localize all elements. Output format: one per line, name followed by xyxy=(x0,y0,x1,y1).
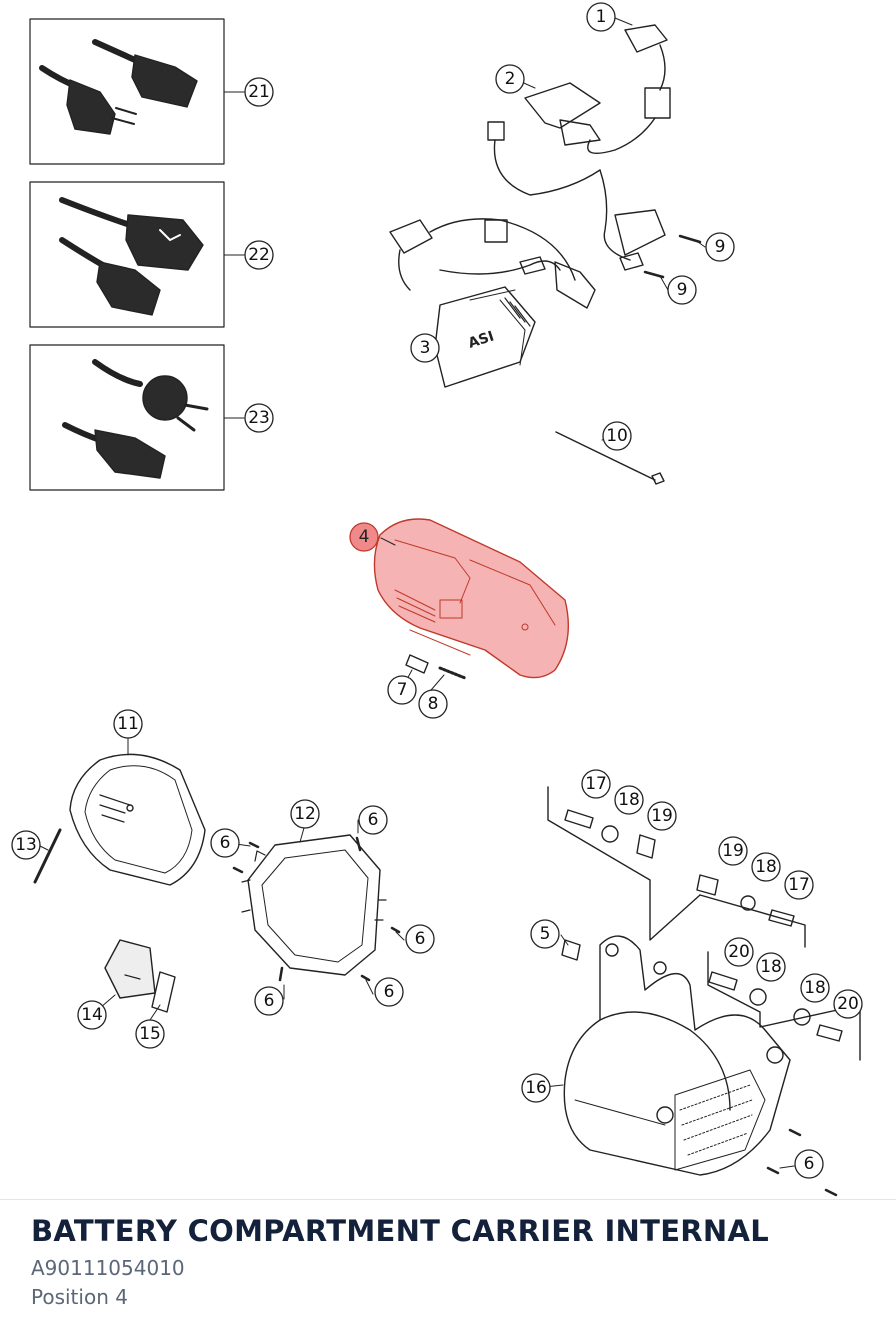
svg-text:20: 20 xyxy=(728,942,750,962)
svg-text:8: 8 xyxy=(428,694,439,714)
callout-22[interactable]: 22 xyxy=(244,240,274,270)
power-cord-eu-box xyxy=(29,18,225,165)
callout-20[interactable]: 20 xyxy=(724,937,754,967)
svg-text:2: 2 xyxy=(505,69,516,89)
svg-text:10: 10 xyxy=(606,426,628,446)
screw-9-pair xyxy=(643,234,702,279)
svg-text:16: 16 xyxy=(525,1078,547,1098)
callout-2[interactable]: 2 xyxy=(495,64,525,94)
callout-17[interactable]: 17 xyxy=(784,870,814,900)
cover xyxy=(69,753,206,886)
part-position: Position 4 xyxy=(31,1285,128,1309)
callout-20[interactable]: 20 xyxy=(833,989,863,1019)
part-title: BATTERY COMPARTMENT CARRIER INTERNAL xyxy=(31,1214,770,1248)
svg-text:13: 13 xyxy=(15,835,37,855)
callout-19[interactable]: 19 xyxy=(647,801,677,831)
battery-highlighted-part xyxy=(373,518,570,679)
callout-19[interactable]: 19 xyxy=(718,836,748,866)
callouts: 1 2 3 4 5 6 6 6 6 6 6 7 8 9 9 10 11 12 1… xyxy=(11,2,863,1179)
svg-text:6: 6 xyxy=(220,833,231,853)
motor-carrier xyxy=(563,935,791,1176)
svg-text:6: 6 xyxy=(415,929,426,949)
bushing-and-spring xyxy=(405,654,467,680)
power-cord-uk-box xyxy=(29,181,225,328)
callout-18[interactable]: 18 xyxy=(751,852,781,882)
svg-text:1: 1 xyxy=(596,7,607,27)
svg-text:11: 11 xyxy=(117,714,139,734)
svg-text:22: 22 xyxy=(248,245,270,265)
svg-text:3: 3 xyxy=(420,338,431,358)
callout-11[interactable]: 11 xyxy=(113,709,143,739)
callout-3[interactable]: 3 xyxy=(410,333,440,363)
svg-text:18: 18 xyxy=(618,790,640,810)
power-cord-au-box xyxy=(29,344,225,491)
svg-text:15: 15 xyxy=(139,1024,161,1044)
callout-10[interactable]: 10 xyxy=(602,421,632,451)
footer-divider xyxy=(0,1199,896,1200)
exploded-parts-diagram: ASI xyxy=(11,2,863,1197)
callout-7[interactable]: 7 xyxy=(387,675,417,705)
svg-text:19: 19 xyxy=(722,841,744,861)
svg-text:14: 14 xyxy=(81,1005,103,1025)
callout-12[interactable]: 12 xyxy=(290,799,320,829)
callout-18[interactable]: 18 xyxy=(800,973,830,1003)
callout-9[interactable]: 9 xyxy=(705,232,735,262)
harness-logo: ASI xyxy=(466,329,496,352)
svg-text:5: 5 xyxy=(540,924,551,944)
callout-1[interactable]: 1 xyxy=(586,2,616,32)
callout-6[interactable]: 6 xyxy=(794,1149,824,1179)
svg-text:18: 18 xyxy=(804,978,826,998)
svg-text:4: 4 xyxy=(359,527,370,547)
svg-text:9: 9 xyxy=(715,237,726,257)
callout-6[interactable]: 6 xyxy=(374,977,404,1007)
callout-6[interactable]: 6 xyxy=(254,986,284,1016)
svg-text:6: 6 xyxy=(368,810,379,830)
screws-6 xyxy=(232,836,838,1197)
svg-text:17: 17 xyxy=(788,875,810,895)
svg-text:19: 19 xyxy=(651,806,673,826)
cable-tie xyxy=(555,431,665,485)
callout-18[interactable]: 18 xyxy=(756,952,786,982)
svg-text:12: 12 xyxy=(294,804,316,824)
callout-5[interactable]: 5 xyxy=(530,919,560,949)
svg-text:20: 20 xyxy=(837,994,859,1014)
svg-text:17: 17 xyxy=(585,774,607,794)
callout-23[interactable]: 23 xyxy=(244,403,274,433)
svg-text:6: 6 xyxy=(264,991,275,1011)
svg-text:6: 6 xyxy=(804,1154,815,1174)
callout-8[interactable]: 8 xyxy=(418,689,448,719)
callout-9[interactable]: 9 xyxy=(667,275,697,305)
frame xyxy=(241,834,387,976)
hardware-bracket-lines xyxy=(547,786,861,1061)
rod xyxy=(33,828,62,884)
part-number: A90111054010 xyxy=(31,1256,185,1280)
svg-text:18: 18 xyxy=(755,857,777,877)
callout-4-highlighted[interactable]: 4 xyxy=(349,522,379,552)
svg-text:21: 21 xyxy=(248,82,270,102)
svg-text:23: 23 xyxy=(248,408,270,428)
svg-text:9: 9 xyxy=(677,280,688,300)
callout-17[interactable]: 17 xyxy=(581,769,611,799)
callout-15[interactable]: 15 xyxy=(135,1019,165,1049)
callout-14[interactable]: 14 xyxy=(77,1000,107,1030)
callout-18[interactable]: 18 xyxy=(614,785,644,815)
callout-6[interactable]: 6 xyxy=(210,828,240,858)
callout-13[interactable]: 13 xyxy=(11,830,41,860)
connector-block xyxy=(104,939,176,1013)
callout-16[interactable]: 16 xyxy=(521,1073,551,1103)
svg-text:6: 6 xyxy=(384,982,395,1002)
callout-21[interactable]: 21 xyxy=(244,77,274,107)
wiring-harness xyxy=(389,24,671,388)
svg-text:18: 18 xyxy=(760,957,782,977)
callout-6[interactable]: 6 xyxy=(405,924,435,954)
callout-6[interactable]: 6 xyxy=(358,805,388,835)
clip xyxy=(561,939,581,961)
svg-text:7: 7 xyxy=(397,680,408,700)
